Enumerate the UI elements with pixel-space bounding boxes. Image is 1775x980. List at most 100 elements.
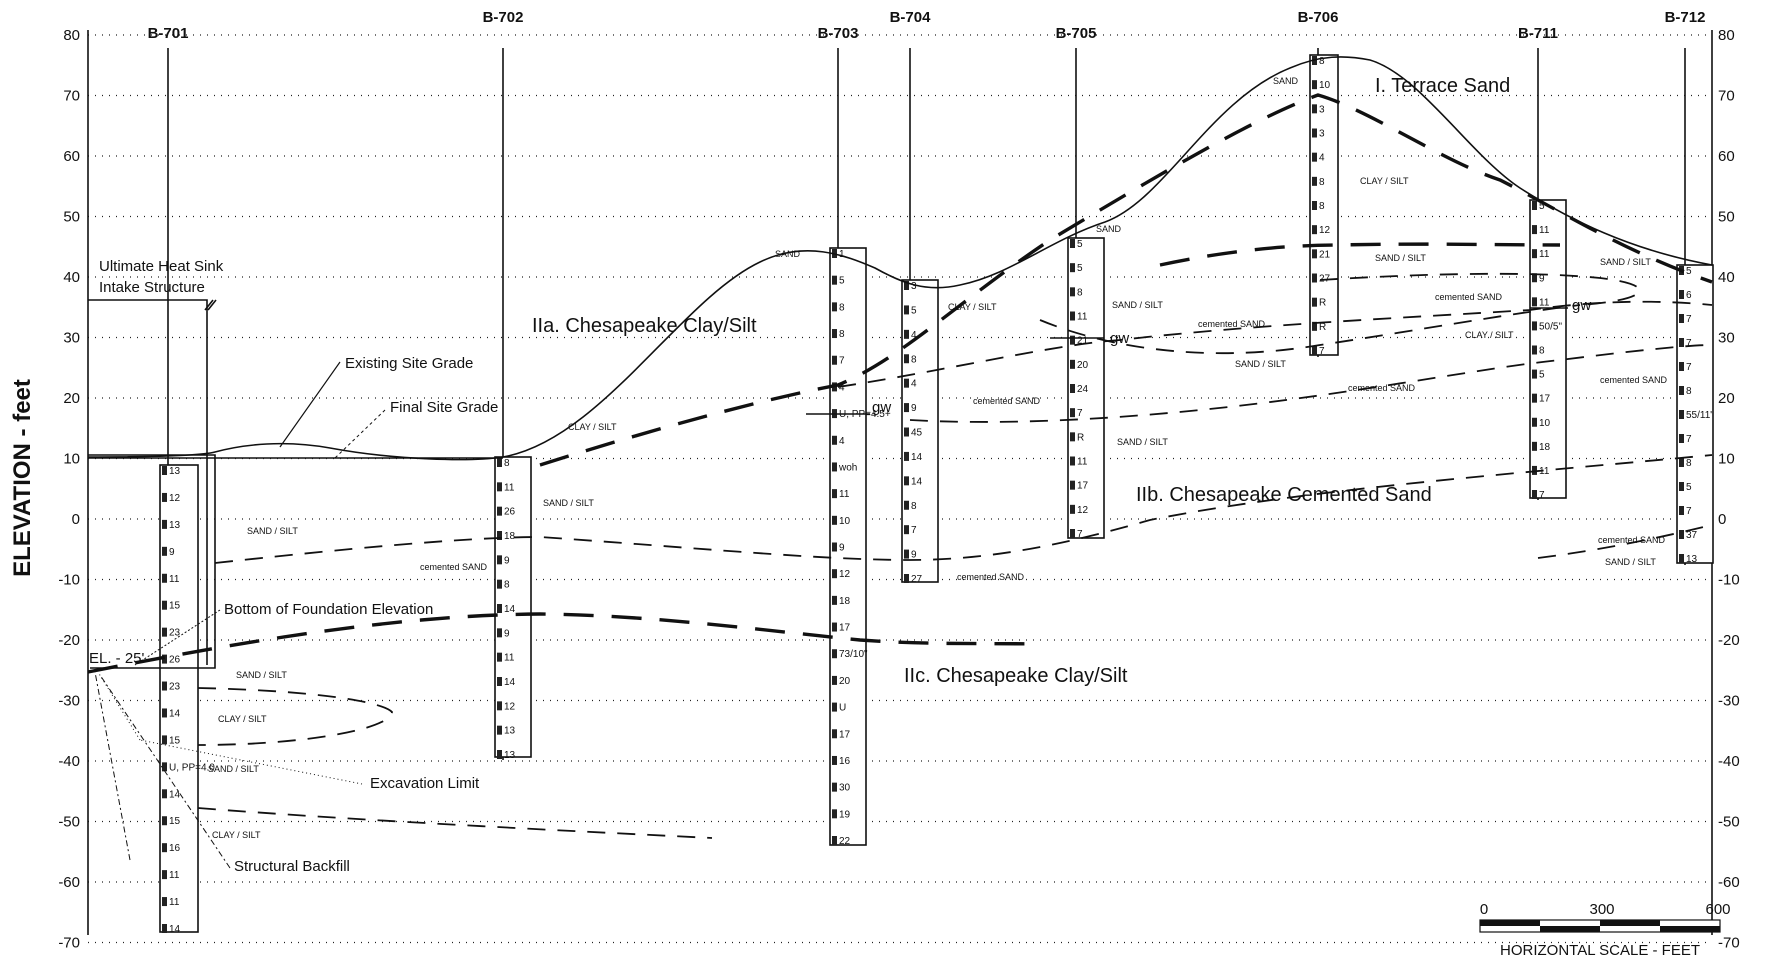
backfill-limit-line bbox=[94, 671, 131, 861]
blow-count-label: 11 bbox=[1539, 466, 1550, 477]
sample-mark bbox=[832, 489, 837, 499]
sample-mark bbox=[497, 531, 502, 540]
left-tick-label: -60 bbox=[58, 874, 80, 891]
lens-cemented-b711 bbox=[1319, 272, 1641, 306]
blow-count-label: 5 bbox=[1077, 239, 1083, 250]
soil-labels: SAND SAND SAND CLAY / SILT CLAY / SILT C… bbox=[208, 76, 1668, 840]
soil-cemented-b712b: cemented SAND bbox=[1598, 535, 1666, 545]
sample-mark bbox=[497, 579, 502, 589]
right-tick-label: 50 bbox=[1718, 209, 1735, 226]
boring-label-b705: B-705 bbox=[1056, 25, 1097, 42]
blow-count-label: 11 bbox=[169, 870, 180, 881]
contact-terrace-iib bbox=[1159, 242, 1561, 267]
sample-mark bbox=[1312, 321, 1317, 331]
soil-sand-b705: SAND bbox=[1096, 224, 1122, 234]
blow-count-label: 11 bbox=[1539, 225, 1550, 236]
blow-count-label: 20 bbox=[839, 676, 851, 687]
soil-sandsilt-b706b: SAND / SILT bbox=[1375, 253, 1426, 263]
sample-mark bbox=[1532, 417, 1537, 427]
boring-label-b702: B-702 bbox=[483, 9, 524, 26]
sample-mark bbox=[1532, 345, 1537, 355]
sample-mark bbox=[1532, 321, 1537, 331]
sample-mark bbox=[832, 729, 837, 739]
sample-mark bbox=[1679, 434, 1684, 443]
right-tick-label: 40 bbox=[1718, 269, 1735, 286]
sample-mark bbox=[1532, 201, 1537, 210]
major-contacts bbox=[87, 93, 1713, 674]
sample-mark bbox=[1312, 80, 1317, 90]
soil-cemented-b711: cemented SAND bbox=[1435, 292, 1503, 302]
sample-mark bbox=[1679, 410, 1684, 419]
blow-count-label: 8 bbox=[504, 580, 510, 591]
blow-count-label: 23 bbox=[169, 682, 181, 693]
blow-count-label: 8 bbox=[911, 501, 917, 512]
sample-mark bbox=[1070, 504, 1075, 514]
blow-count-label: 10 bbox=[1539, 418, 1551, 429]
right-tick-label: 20 bbox=[1718, 390, 1735, 407]
blow-count-label: 8 bbox=[1686, 386, 1692, 397]
blow-count-label: 24 bbox=[1077, 384, 1089, 395]
right-tick-label: -70 bbox=[1718, 935, 1740, 952]
sample-mark bbox=[832, 675, 837, 685]
blow-count-label: 5 bbox=[1686, 266, 1692, 277]
blow-count-label: 73/10" bbox=[839, 649, 868, 660]
final-grade-label: Final Site Grade bbox=[390, 399, 498, 416]
elevation-gridlines bbox=[88, 34, 1712, 944]
sample-mark bbox=[1070, 287, 1075, 297]
excavation-leader bbox=[139, 739, 363, 785]
existing-grade-line bbox=[87, 56, 1713, 461]
boring-label-b704: B-704 bbox=[890, 9, 932, 26]
blow-count-label: 7 bbox=[1686, 434, 1692, 445]
contact-cemented-upper bbox=[1039, 304, 1581, 355]
sample-mark bbox=[904, 574, 909, 583]
soil-sandsilt-b702: SAND / SILT bbox=[543, 498, 594, 508]
sample-mark bbox=[497, 458, 502, 467]
sample-mark bbox=[904, 549, 909, 559]
blow-count-label: 8 bbox=[839, 302, 845, 313]
blow-count-label: 7 bbox=[1077, 529, 1083, 540]
blow-count-label: 4 bbox=[1319, 153, 1325, 164]
blow-count-label: 18 bbox=[1539, 442, 1551, 453]
blow-count-label: 12 bbox=[1077, 505, 1089, 516]
blow-count-label: 9 bbox=[1539, 273, 1545, 284]
left-tick-label: -20 bbox=[58, 632, 80, 649]
gw-label-b711: gw bbox=[1572, 297, 1591, 314]
right-tick-label: -30 bbox=[1718, 693, 1740, 710]
sample-mark bbox=[904, 427, 909, 437]
sample-mark bbox=[497, 604, 502, 613]
uhs-label-line1: Ultimate Heat Sink bbox=[99, 258, 224, 275]
sample-mark bbox=[497, 701, 502, 711]
sample-mark bbox=[832, 622, 837, 632]
y-axis-label: ELEVATION - feet bbox=[9, 379, 36, 577]
right-tick-label: 80 bbox=[1718, 27, 1735, 44]
sample-mark bbox=[832, 355, 837, 365]
sample-mark bbox=[832, 542, 837, 552]
sample-mark bbox=[1532, 441, 1537, 451]
blow-count-label: 21 bbox=[1319, 249, 1331, 260]
sample-mark bbox=[1312, 152, 1317, 162]
sample-mark bbox=[904, 329, 909, 339]
blow-count-label: 14 bbox=[911, 476, 923, 487]
sample-mark bbox=[832, 275, 837, 285]
blow-count-label: 45 bbox=[911, 428, 923, 439]
sample-mark bbox=[162, 789, 167, 799]
existing-grade-label: Existing Site Grade bbox=[345, 355, 473, 372]
blow-count-label: 26 bbox=[504, 507, 516, 518]
sample-mark bbox=[1312, 297, 1317, 307]
blow-count-label: 14 bbox=[504, 677, 516, 688]
left-tick-label: 80 bbox=[63, 27, 80, 44]
sample-mark bbox=[1312, 176, 1317, 186]
blow-count-label: 11 bbox=[504, 482, 515, 493]
layer-label-iia: IIa. Chesapeake Clay/Silt bbox=[532, 315, 757, 337]
sample-mark bbox=[1070, 335, 1075, 345]
sample-mark bbox=[1070, 384, 1075, 393]
blow-count-label: 9 bbox=[169, 547, 175, 558]
uhs-label-line2: Intake Structure bbox=[99, 279, 205, 296]
blow-count-label: 13 bbox=[169, 520, 181, 531]
blow-count-label: 11 bbox=[1539, 297, 1550, 308]
sample-mark bbox=[832, 462, 837, 472]
blow-count-label: 8 bbox=[839, 329, 845, 340]
